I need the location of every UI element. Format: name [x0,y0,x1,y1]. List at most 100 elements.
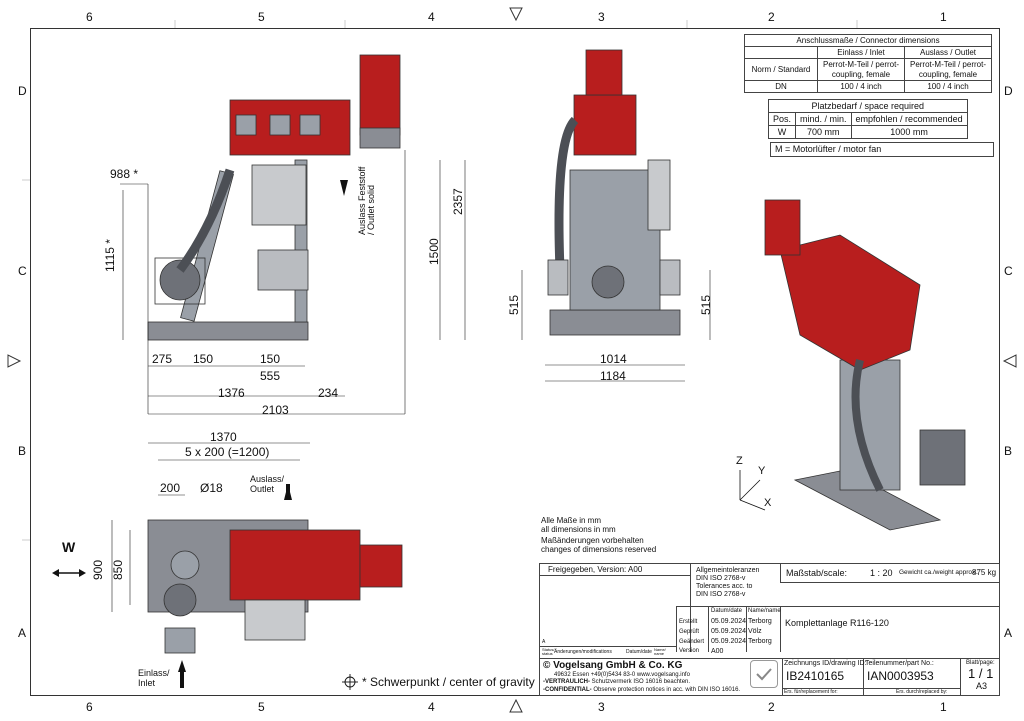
outlet-dn: 100 / 4 inch [904,79,992,93]
zone-col-6-bottom: 6 [86,700,93,714]
zone-col-3-bottom: 3 [598,700,605,714]
col-pos: Pos. [767,112,797,126]
dim-2357: 2357 [451,188,465,215]
note-line-2: all dimensions in mm [541,525,616,534]
replaced-by-label: Ers. durch/replaced by: [896,689,948,695]
status-header: Status/ status [542,647,555,656]
row-min: 700 mm [795,125,852,139]
part-no: IAN0003953 [867,669,934,683]
name-header: Name/name [748,608,781,614]
erstellt-label: Erstellt [679,619,698,625]
isometric-view [764,199,966,531]
date-header: Datum/date [711,608,743,614]
zone-col-1-bottom: 1 [940,700,947,714]
tolerance-line-4: DIN ISO 2768-v [696,591,746,598]
dim-1184: 1184 [600,369,626,383]
dim-5x200: 5 x 200 (=1200) [185,445,270,459]
dim-150-right: 150 [260,352,281,366]
tolerance-line-1: Allgemeintoleranzen [696,567,760,574]
dim-234: 234 [318,386,339,400]
scale-label: Maßstab/scale: [786,568,848,578]
drawing-frame [30,28,1000,696]
geprueft-label: Geprüft [679,629,700,635]
drawing-id-label: Zeichnungs ID/drawing ID: [784,660,867,667]
confidential-de-text: Schutzvermerk ISO 16016 beachten. [591,679,691,685]
top-view [147,519,403,654]
drawing-id: IB2410165 [786,669,845,683]
scale-value: 1 : 20 [870,568,893,578]
dim-515-left: 515 [507,294,521,315]
dim-900: 900 [91,559,105,580]
replacement-for-label: Ers. für/replacement for: [784,689,838,695]
zone-col-4-bottom: 4 [428,700,435,714]
dim-1500: 1500 [427,238,441,265]
sheet-label: Blatt/page: [966,660,995,666]
mods-name-header: Name/ name [654,647,666,656]
dim-200: 200 [160,481,181,495]
name-created: Terborg [748,618,772,625]
geaendert-label: Geändert [679,639,705,645]
row-pos-w: W [767,125,797,139]
row-recommended: 1000 mm [850,125,968,139]
tolerance-line-3: Tolerances acc. to [696,583,753,590]
dim-988: 988 * [110,167,139,181]
vogelsang-logo-icon [750,660,778,688]
zone-row-a-right: A [1004,626,1013,640]
zone-col-6: 6 [86,10,93,24]
zone-col-5: 5 [258,10,265,24]
zone-row-d-right: D [1004,84,1013,98]
zone-col-2-bottom: 2 [768,700,775,714]
zone-col-3: 3 [598,10,605,24]
front-view [547,49,681,336]
zone-row-b: B [18,444,27,458]
inlet-dn: 100 / 4 inch [817,79,905,93]
inlet-header: Einlass / Inlet [817,46,905,60]
dim-1376: 1376 [218,386,245,400]
dim-1115: 1115 * [103,239,117,272]
zone-row-b-right: B [1004,444,1013,458]
space-marker-w: W [62,539,76,555]
zone-col-4: 4 [428,10,435,24]
outlet-solid-label: Auslass Feststoff / Outlet solid [357,166,376,235]
weight-label: Gewicht ca./weight approx.: [899,569,979,576]
tolerance-line-2: DIN ISO 2768-v [696,575,746,582]
dim-515-right: 515 [699,294,713,315]
note-line-3: Maßänderungen vorbehalten [541,536,644,545]
zone-row-d: D [18,84,27,98]
dim-diameter-18: Ø18 [200,481,223,495]
space-required-table: Platzbedarf / space required Pos.mind. /… [767,99,968,139]
col-recommended: empfohlen / recommended [850,112,968,126]
name-modified: Terborg [748,638,772,645]
side-view [147,54,401,341]
space-table-title: Platzbedarf / space required [768,99,968,113]
inlet-standard: Perrot-M-Teil / perrot-coupling, female [817,58,905,81]
dim-1370: 1370 [210,430,237,444]
title-block: Freigegeben, Version: A00 Allgemeintoler… [539,563,1000,696]
outlet-standard: Perrot-M-Teil / perrot-coupling, female [904,58,992,81]
row-dn-label: DN [744,79,818,93]
sheet-value: 1 / 1 [968,666,994,681]
dim-2103: 2103 [262,403,289,417]
dim-850: 850 [111,559,125,580]
col-min: mind. / min. [795,112,852,126]
center-of-gravity-note: * Schwerpunkt / center of gravity [362,675,535,689]
inlet-label: Einlass/ Inlet [138,668,170,689]
row-a-label: A [542,639,546,645]
company-name: © Vogelsang GmbH & Co. KG [543,660,683,671]
dim-555: 555 [260,369,281,383]
zone-col-5-bottom: 5 [258,700,265,714]
motor-fan-footnote: M = Motorlüfter / motor fan [770,142,994,157]
company-address: 49632 Essen +49(0)5434 83-0 www.vogelsan… [554,672,690,678]
dim-1014: 1014 [600,352,627,366]
paper-size: A3 [976,681,988,691]
connector-dimensions-table: Anschlussmaße / Connector dimensions Ein… [744,33,992,93]
modifications-header: Änderungen/modifications [554,649,612,655]
drawing-title: Komplettanlage R116-120 [785,618,889,628]
note-line-4: changes of dimensions reserved [541,545,657,554]
axis-x-label: X [764,497,772,509]
outlet-header: Auslass / Outlet [904,46,992,60]
note-line-1: Alle Maße in mm [541,516,602,525]
top-outlet-label: Auslass/ Outlet [250,474,285,495]
axis-z-label: Z [736,455,743,467]
